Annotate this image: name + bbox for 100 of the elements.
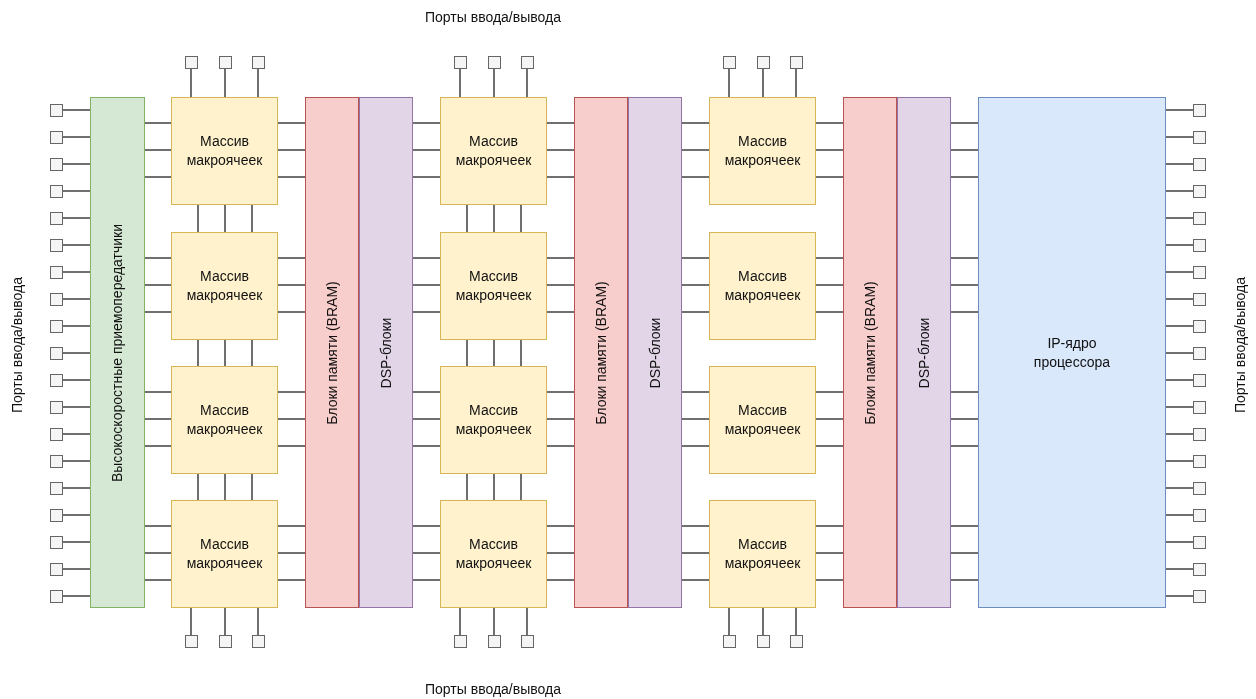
connector-line	[493, 204, 495, 233]
io-port	[1193, 427, 1206, 441]
connector-line	[277, 176, 306, 178]
connector-line	[493, 68, 495, 98]
io-port	[789, 635, 803, 648]
connector-line	[62, 325, 91, 327]
connector-line	[190, 607, 192, 636]
memory-block-column	[305, 97, 359, 608]
io-port	[1193, 292, 1206, 306]
connector-line	[224, 473, 226, 501]
io-port	[50, 238, 63, 252]
connector-line	[546, 311, 575, 313]
connector-line	[762, 68, 764, 98]
logic-array-block	[171, 232, 278, 340]
memory-block-column	[574, 97, 628, 608]
connector-line	[1165, 595, 1194, 597]
io-port	[50, 373, 63, 387]
connector-line	[62, 487, 91, 489]
logic-array-block	[709, 232, 816, 340]
connector-line	[62, 244, 91, 246]
io-port	[50, 184, 63, 198]
io-port	[1193, 589, 1206, 603]
block-label: Массив макроячеек	[454, 132, 533, 170]
port-group-label: Порты ввода/вывода	[1232, 277, 1248, 413]
connector-line	[1165, 514, 1194, 516]
connector-line	[1165, 433, 1194, 435]
connector-line	[1165, 298, 1194, 300]
block-label: Массив макроячеек	[185, 132, 264, 170]
connector-line	[762, 607, 764, 636]
connector-line	[277, 552, 306, 554]
connector-line	[197, 473, 199, 501]
connector-line	[62, 163, 91, 165]
io-port	[251, 635, 265, 648]
io-port	[50, 427, 63, 441]
connector-line	[795, 68, 797, 98]
io-port	[1193, 319, 1206, 333]
connector-line	[520, 339, 522, 367]
io-port	[487, 635, 501, 648]
io-port	[1193, 157, 1206, 171]
connector-line	[815, 122, 844, 124]
connector-line	[277, 122, 306, 124]
block-label: IP-ядро процессора	[1032, 333, 1112, 372]
block-label: Массив макроячеек	[723, 267, 802, 305]
connector-line	[815, 418, 844, 420]
dsp-block-column	[897, 97, 951, 608]
connector-line	[277, 418, 306, 420]
io-port	[1193, 454, 1206, 468]
connector-line	[681, 257, 710, 259]
io-port	[50, 319, 63, 333]
connector-line	[1165, 352, 1194, 354]
connector-line	[62, 514, 91, 516]
port-group-label: Порты ввода/вывода	[9, 277, 25, 413]
connector-line	[1165, 568, 1194, 570]
io-port	[756, 56, 770, 69]
connector-line	[546, 257, 575, 259]
connector-line	[520, 204, 522, 233]
connector-line	[815, 552, 844, 554]
connector-line	[546, 418, 575, 420]
io-port	[1193, 265, 1206, 279]
io-port	[1193, 373, 1206, 387]
io-port	[50, 508, 63, 522]
connector-line	[950, 391, 979, 393]
connector-line	[62, 217, 91, 219]
connector-line	[62, 541, 91, 543]
connector-line	[493, 473, 495, 501]
rotated-label: Высокоскоростные приемопередатчики	[109, 223, 126, 482]
connector-line	[412, 122, 441, 124]
connector-line	[62, 595, 91, 597]
io-port	[50, 589, 63, 603]
connector-line	[1165, 271, 1194, 273]
connector-line	[526, 607, 528, 636]
connector-line	[144, 257, 172, 259]
logic-array-block	[709, 500, 816, 608]
connector-line	[62, 379, 91, 381]
connector-line	[1165, 136, 1194, 138]
connector-line	[224, 339, 226, 367]
io-port	[1193, 535, 1206, 549]
connector-line	[681, 284, 710, 286]
io-port	[1193, 346, 1206, 360]
connector-line	[62, 298, 91, 300]
connector-line	[1165, 406, 1194, 408]
connector-line	[144, 149, 172, 151]
block-label: Массив макроячеек	[185, 401, 264, 439]
connector-line	[728, 607, 730, 636]
logic-array-block	[171, 366, 278, 474]
rotated-label: DSP-блоки	[916, 317, 932, 388]
connector-line	[681, 149, 710, 151]
io-port	[50, 400, 63, 414]
connector-line	[412, 257, 441, 259]
connector-line	[546, 149, 575, 151]
connector-line	[950, 579, 979, 581]
connector-line	[546, 445, 575, 447]
connector-line	[681, 579, 710, 581]
connector-line	[257, 607, 259, 636]
connector-line	[546, 525, 575, 527]
connector-line	[728, 68, 730, 98]
connector-line	[546, 579, 575, 581]
io-port	[50, 535, 63, 549]
connector-line	[251, 473, 253, 501]
connector-line	[546, 552, 575, 554]
